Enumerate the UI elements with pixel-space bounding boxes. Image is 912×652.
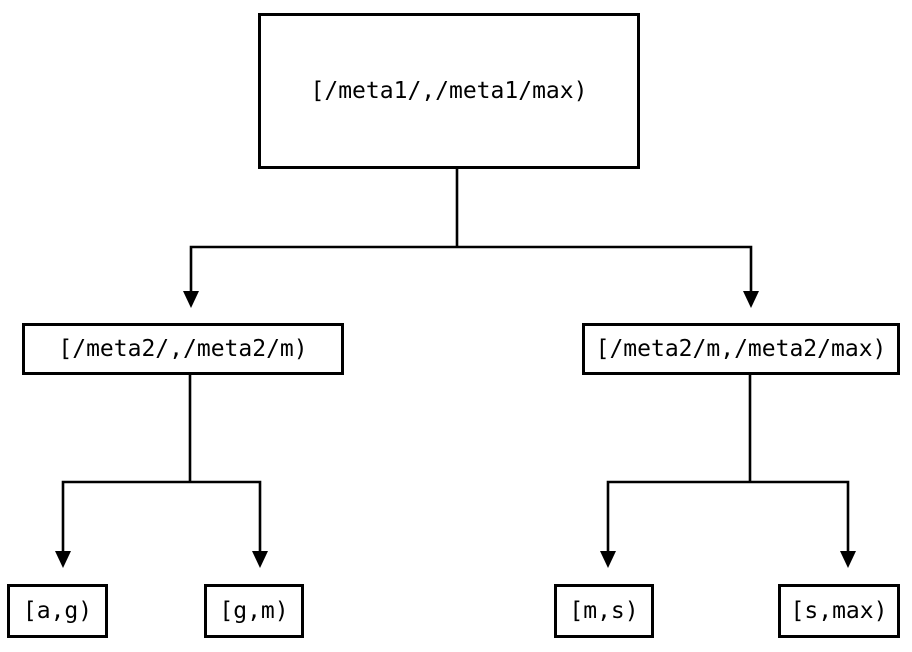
arrowhead-icon xyxy=(840,551,856,568)
arrowhead-icon xyxy=(183,291,199,308)
node-label: [g,m) xyxy=(219,598,289,624)
tree-node-root: [/meta1/,/meta1/max) xyxy=(258,13,640,169)
tree-node-left-child: [/meta2/,/meta2/m) xyxy=(22,323,344,375)
tree-node-leaf-2: [g,m) xyxy=(204,584,304,638)
node-label: [/meta2/m,/meta2/max) xyxy=(595,336,887,362)
tree-node-leaf-4: [s,max) xyxy=(778,584,900,638)
tree-node-right-child: [/meta2/m,/meta2/max) xyxy=(582,323,900,375)
node-label: [a,g) xyxy=(22,598,93,624)
node-label: [/meta1/,/meta1/max) xyxy=(310,78,588,104)
arrowhead-icon xyxy=(252,551,268,568)
edge-root-to-children xyxy=(189,245,753,293)
tree-node-leaf-3: [m,s) xyxy=(554,584,654,638)
edge-right-child-to-leaves xyxy=(606,480,850,553)
node-label: [/meta2/,/meta2/m) xyxy=(58,336,308,362)
arrowhead-icon xyxy=(55,551,71,568)
edge-left-child-to-leaves xyxy=(61,480,262,553)
tree-node-leaf-1: [a,g) xyxy=(7,584,108,638)
arrowhead-icon xyxy=(743,291,759,308)
node-label: [m,s) xyxy=(569,598,639,624)
node-label: [s,max) xyxy=(790,598,888,624)
arrowhead-icon xyxy=(600,551,616,568)
